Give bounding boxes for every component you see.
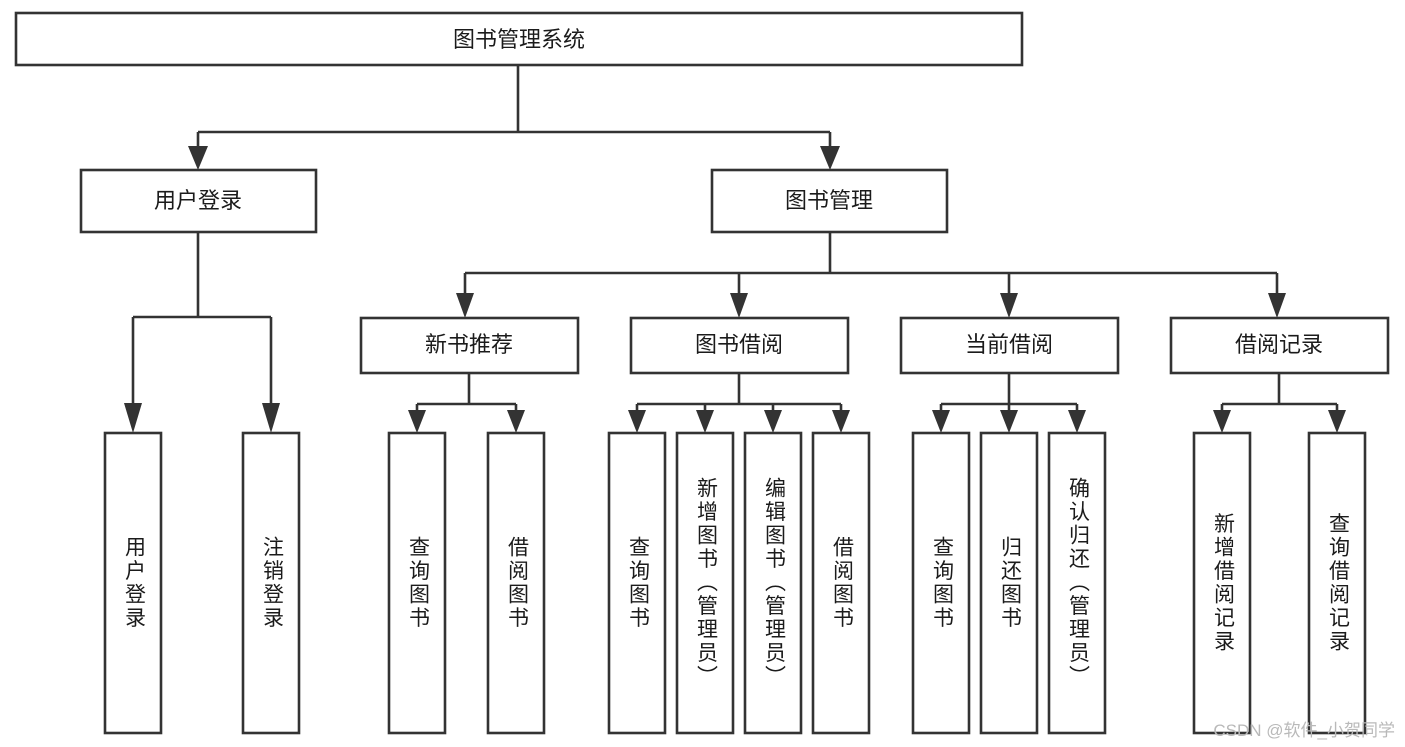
- node-current-borrow-box[interactable]: [899, 316, 1120, 375]
- node-leaf-3-label: 查询图书: [406, 536, 430, 630]
- arrow-head-leaf-13: [1328, 410, 1346, 433]
- node-leaf-1-box[interactable]: [103, 431, 163, 735]
- connector-layer: [124, 65, 1346, 433]
- node-root-box[interactable]: [14, 11, 1024, 67]
- node-book-manage[interactable]: 图书管理: [710, 168, 949, 234]
- node-leaf-3-box[interactable]: [387, 431, 447, 735]
- node-leaf-11-label: 确认归还（管理员）: [1066, 477, 1090, 689]
- arrow-head-leaf-10: [1000, 410, 1018, 433]
- node-leaf-13-box[interactable]: [1307, 431, 1367, 735]
- node-leaf-5[interactable]: 查询图书: [607, 431, 667, 735]
- node-leaf-8-label: 借阅图书: [830, 536, 854, 630]
- arrow-head-leaf-3: [408, 410, 426, 433]
- node-leaf-13-label: 查询借阅记录: [1326, 513, 1350, 654]
- arrow-head-leaf-4: [507, 410, 525, 433]
- node-user-login-label: 用户登录: [154, 188, 242, 213]
- node-leaf-8-box[interactable]: [811, 431, 871, 735]
- node-leaf-4[interactable]: 借阅图书: [486, 431, 546, 735]
- node-borrow-record-label: 借阅记录: [1235, 332, 1323, 357]
- arrow-head-leaf-7: [764, 410, 782, 433]
- node-book-manage-label: 图书管理: [785, 188, 873, 213]
- arrow-head-leaf-6: [696, 410, 714, 433]
- node-leaf-12-box[interactable]: [1192, 431, 1252, 735]
- arrow-head-leaf-2: [262, 403, 280, 433]
- arrow-head-leaf-8: [832, 410, 850, 433]
- arrow-head-current-borrow: [1000, 293, 1018, 318]
- node-leaf-9-box[interactable]: [911, 431, 971, 735]
- node-leaf-10-box[interactable]: [979, 431, 1039, 735]
- node-leaf-10[interactable]: 归还图书: [979, 431, 1039, 735]
- node-leaf-11[interactable]: 确认归还（管理员）: [1047, 431, 1107, 735]
- node-leaf-7-box[interactable]: [743, 431, 803, 735]
- node-leaf-5-box[interactable]: [607, 431, 667, 735]
- arrow-head-leaf-5: [628, 410, 646, 433]
- node-leaf-4-label: 借阅图书: [505, 536, 529, 630]
- node-current-borrow[interactable]: 当前借阅: [899, 316, 1120, 375]
- arrow-head-leaf-12: [1213, 410, 1231, 433]
- node-leaf-5-label: 查询图书: [626, 536, 650, 630]
- node-leaf-11-box[interactable]: [1047, 431, 1107, 735]
- node-book-borrow[interactable]: 图书借阅: [629, 316, 850, 375]
- node-leaf-2-label: 注销登录: [260, 536, 284, 630]
- node-leaf-4-box[interactable]: [486, 431, 546, 735]
- node-root-label: 图书管理系统: [453, 27, 585, 52]
- node-leaf-1[interactable]: 用户登录: [103, 431, 163, 735]
- arrow-head-borrow-record: [1268, 293, 1286, 318]
- node-leaf-13[interactable]: 查询借阅记录: [1307, 431, 1367, 735]
- node-root[interactable]: 图书管理系统: [14, 11, 1024, 67]
- node-leaf-12-label: 新增借阅记录: [1211, 513, 1235, 654]
- arrow-head-leaf-1: [124, 403, 142, 433]
- node-leaf-3[interactable]: 查询图书: [387, 431, 447, 735]
- node-leaf-2[interactable]: 注销登录: [241, 431, 301, 735]
- node-leaf-10-label: 归还图书: [998, 536, 1022, 630]
- node-new-book-rec-label: 新书推荐: [425, 332, 513, 357]
- node-leaf-7-label: 编辑图书（管理员）: [762, 477, 786, 689]
- node-leaf-2-box[interactable]: [241, 431, 301, 735]
- node-user-login[interactable]: 用户登录: [79, 168, 318, 234]
- node-current-borrow-label: 当前借阅: [965, 332, 1053, 357]
- node-leaf-6-box[interactable]: [675, 431, 735, 735]
- node-new-book-rec[interactable]: 新书推荐: [359, 316, 580, 375]
- node-leaf-1-label: 用户登录: [122, 536, 146, 630]
- arrow-head-new-book-rec: [456, 293, 474, 318]
- arrow-head-user-login: [188, 146, 208, 170]
- node-new-book-rec-box[interactable]: [359, 316, 580, 375]
- arrow-head-leaf-9: [932, 410, 950, 433]
- node-leaf-6-label: 新增图书（管理员）: [694, 477, 718, 689]
- node-book-borrow-label: 图书借阅: [695, 332, 783, 357]
- node-leaf-9-label: 查询图书: [930, 536, 954, 630]
- node-leaf-9[interactable]: 查询图书: [911, 431, 971, 735]
- node-leaf-7[interactable]: 编辑图书（管理员）: [743, 431, 803, 735]
- node-book-borrow-box[interactable]: [629, 316, 850, 375]
- node-borrow-record[interactable]: 借阅记录: [1169, 316, 1390, 375]
- arrow-head-book-manage: [820, 146, 840, 170]
- node-book-manage-box[interactable]: [710, 168, 949, 234]
- arrow-head-book-borrow: [730, 293, 748, 318]
- arrow-head-leaf-11: [1068, 410, 1086, 433]
- node-borrow-record-box[interactable]: [1169, 316, 1390, 375]
- node-leaf-8[interactable]: 借阅图书: [811, 431, 871, 735]
- node-leaf-6[interactable]: 新增图书（管理员）: [675, 431, 735, 735]
- node-leaf-12[interactable]: 新增借阅记录: [1192, 431, 1252, 735]
- node-user-login-box[interactable]: [79, 168, 318, 234]
